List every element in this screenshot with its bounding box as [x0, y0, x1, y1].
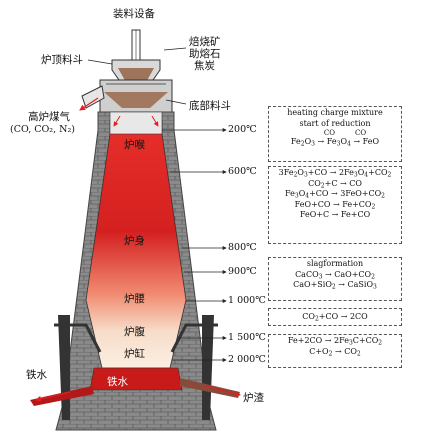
temp-2000: 2 000℃: [228, 354, 266, 365]
zone-belly-label: 炉腰: [124, 293, 145, 305]
box5-eq2: C+O2 → CO2: [309, 346, 361, 357]
molten-iron-pool: [89, 367, 183, 391]
reaction-box-combustion: Fe+2CO → 2Fe3C+CO2 C+O2 → CO2: [268, 334, 402, 368]
box3-eq2: CaO+SiO2 → CaSiO3: [293, 280, 377, 291]
reaction-box-reduction: 3Fe2O3+CO → 2Fe3O4+CO2 CO2+C → CO Fe3O4+…: [268, 166, 402, 244]
box2-eq1: 3Fe2O3+CO → 2Fe3O4+CO2: [278, 168, 392, 179]
gas-label: 高炉煤气: [28, 111, 70, 123]
box1-co1: CO: [323, 129, 335, 137]
box2-eq4: FeO+CO → Fe+CO2: [294, 199, 376, 210]
iron-out-label: 铁水: [26, 369, 47, 381]
box2-eq2: CO2+C → CO: [308, 178, 362, 189]
temp-900: 900℃: [228, 266, 257, 277]
gas-offtake-pipe: [81, 85, 105, 109]
temp-1500: 1 500℃: [228, 332, 266, 343]
materials-leader: [163, 47, 187, 51]
box3-title: slagformation: [306, 259, 364, 268]
bottom-hopper-label: 底部料斗: [189, 100, 231, 112]
box1-title2: start of reduction: [299, 118, 371, 128]
temp-1000: 1 000℃: [228, 295, 266, 306]
material-ore-label: 焙烧矿: [189, 36, 221, 48]
bottom-hopper: [104, 92, 168, 108]
box1-title1: heating charge mixture: [287, 108, 383, 117]
zone-hearth-label: 炉缸: [124, 348, 145, 360]
box1-co2: CO: [355, 129, 367, 137]
temp-200: 200℃: [228, 124, 257, 135]
box3-eq1: CaCO3 → CaO+CO2: [295, 269, 375, 280]
box5-eq1: Fe+2CO → 2Fe3C+CO2: [287, 336, 383, 347]
reaction-box-boudouard: CO2+CO → 2CO: [268, 308, 402, 326]
top-hopper-label: 炉顶料斗: [41, 54, 83, 66]
slag-tap-hole: [180, 378, 240, 398]
left-support: [58, 315, 70, 420]
temperature-leaders: [162, 128, 227, 362]
material-coke-label: 焦炭: [194, 60, 215, 72]
gas-formula: (CO, CO₂, N₂): [10, 124, 75, 135]
zone-bosh-label: 炉腹: [124, 326, 145, 338]
zone-throat-label: 炉喉: [124, 139, 145, 151]
iron-inside-label: 铁水: [107, 376, 128, 388]
temp-800: 800℃: [228, 242, 257, 253]
reaction-box-slag: slagformation CaCO3 → CaO+CO2 CaO+SiO2 →…: [268, 257, 402, 301]
right-support: [202, 315, 214, 420]
reaction-box-reduction-start: heating charge mixture start of reductio…: [268, 106, 402, 162]
box2-eq5: FeO+C → Fe+CO: [299, 210, 371, 219]
zone-shaft-label: 炉身: [124, 235, 145, 247]
bottom-hopper-leader: [165, 99, 187, 105]
box4-eq1: CO2+CO → 2CO: [302, 312, 368, 323]
iron-tap-hole: [30, 386, 94, 406]
box1-eq: Fe2O3 → Fe3O4 → FeO: [290, 137, 380, 148]
charging-equipment-label: 装料设备: [113, 8, 155, 20]
slag-out-label: 炉渣: [243, 392, 264, 404]
box2-eq3: Fe3O4+CO → 3FeO+CO2: [285, 189, 385, 200]
top-hopper-leader: [87, 59, 113, 65]
material-flux-label: 助熔石: [189, 48, 221, 60]
temp-600: 600℃: [228, 166, 257, 177]
